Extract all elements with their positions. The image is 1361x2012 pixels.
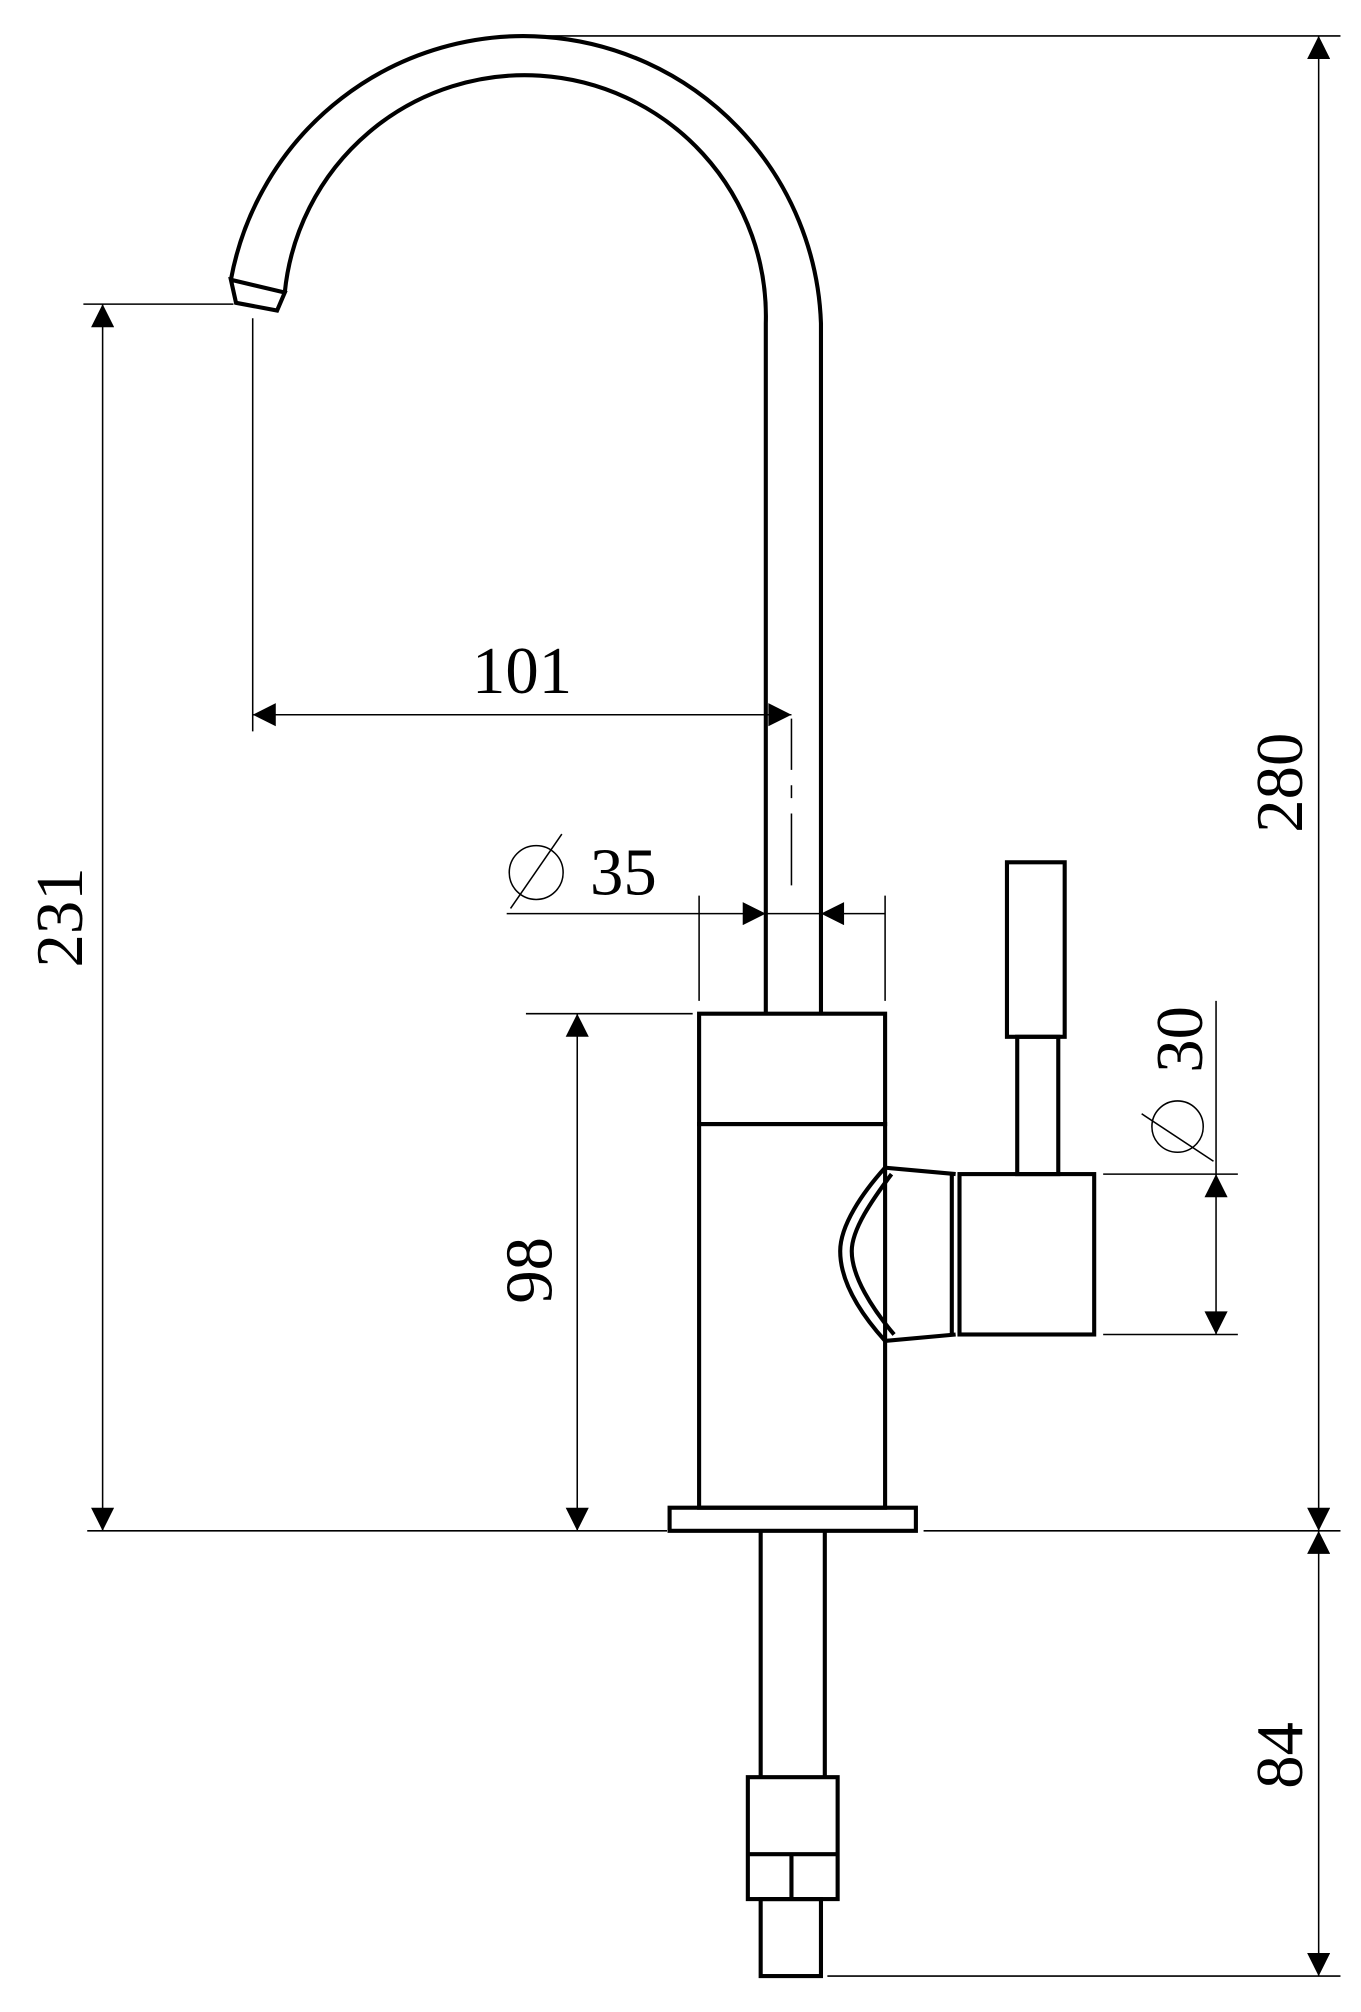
lever-stem (1015, 1034, 1061, 1177)
dim-spout-height: 231 (24, 303, 234, 1531)
body-top-collar (697, 1011, 888, 1127)
dim-label-98: 98 (494, 1237, 567, 1304)
dim-spout-diameter: 35 (506, 833, 886, 1001)
dim-label-84: 84 (1244, 1722, 1317, 1789)
dim-label-231: 231 (24, 867, 97, 967)
base-plate (667, 1505, 918, 1533)
dim-body-height: 98 (494, 1012, 693, 1531)
spout-outer (228, 34, 824, 1014)
lever-grip (1004, 860, 1067, 1039)
body (697, 1121, 888, 1510)
dim-label-35: 35 (590, 836, 657, 909)
dim-label-280: 280 (1244, 733, 1317, 833)
handle-neck (838, 1165, 956, 1343)
dim-total-height: 280 (538, 35, 1341, 1531)
diameter-symbol-icon (1141, 1100, 1214, 1162)
spout-inner (282, 73, 768, 1014)
faucet-outline (228, 34, 1097, 1979)
fitting-tip (758, 1897, 824, 1979)
diameter-symbol-icon (508, 833, 564, 909)
spout-nozzle (228, 276, 288, 313)
dim-spout-reach: 101 (251, 318, 793, 886)
dim-shank-length: 84 (827, 1530, 1341, 1977)
handle-cylinder (957, 1172, 1097, 1337)
dim-label-30: 30 (1144, 1006, 1217, 1073)
dim-label-101: 101 (472, 635, 572, 708)
dim-handle-diameter: 30 (1103, 1000, 1238, 1336)
shank-pipe (758, 1530, 827, 1778)
fitting-details (747, 1852, 838, 1900)
